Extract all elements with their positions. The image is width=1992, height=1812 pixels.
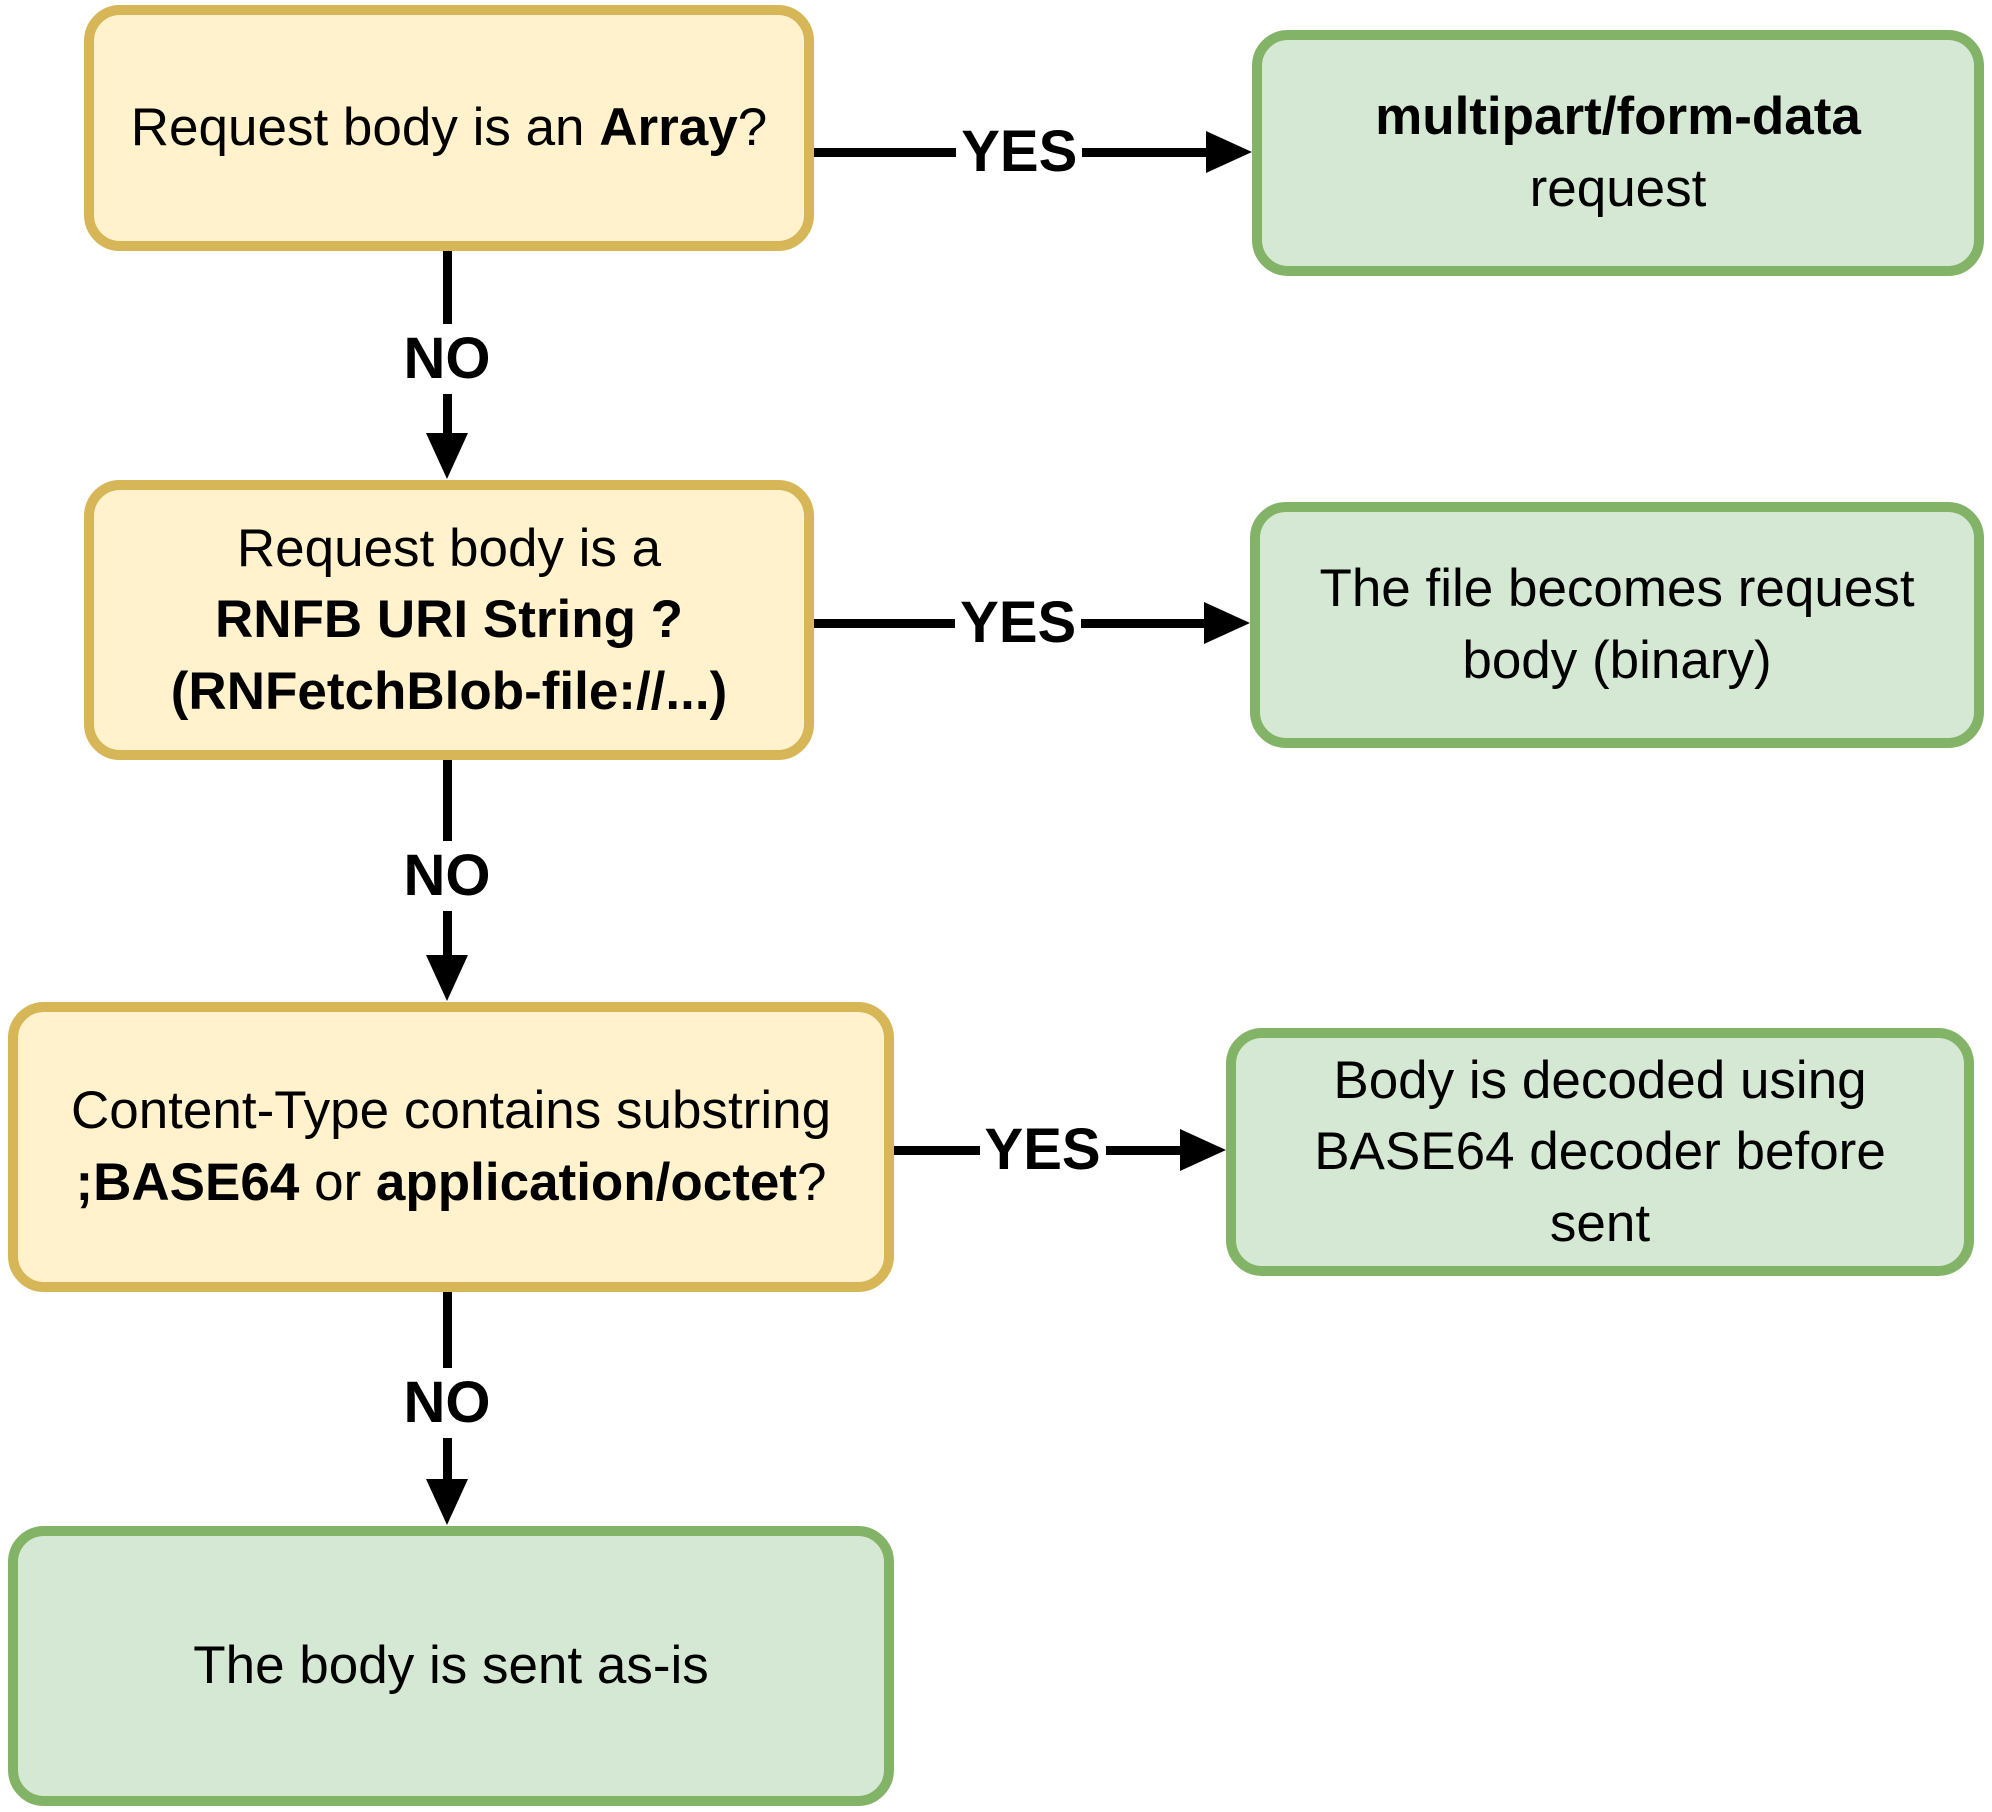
arrowhead-down-icon — [426, 955, 468, 1001]
arrow-line — [442, 393, 452, 433]
node-text: body (binary) — [1462, 631, 1772, 690]
node-text: RNFB URI String ? — [214, 590, 684, 650]
arrow-line — [814, 618, 956, 628]
node-question-content-type-substring: Content-Type contains substring ;BASE64 … — [8, 1002, 894, 1292]
node-result-file-becomes-body: The file becomes request body (binary) — [1250, 502, 1984, 748]
arrow-line — [442, 1438, 452, 1479]
arrow-line — [894, 1145, 980, 1155]
arrow-no-rnfb: NO — [377, 760, 517, 1001]
node-text: ;BASE64 or application/octet? — [75, 1153, 827, 1212]
node-text: Request body is an Array? — [130, 98, 768, 158]
node-text: Request body is a — [236, 518, 662, 578]
node-text: The body is sent as-is — [193, 1636, 709, 1696]
arrowhead-down-icon — [426, 433, 468, 479]
arrowhead-right-icon — [1180, 1129, 1226, 1171]
node-text: BASE64 decoder before sent — [1314, 1122, 1886, 1253]
arrow-line — [1082, 147, 1206, 157]
edge-label-no: NO — [403, 325, 491, 391]
edge-label-yes: YES — [984, 1117, 1101, 1182]
node-text: multipart/form-data — [1375, 87, 1861, 147]
node-text: Body is decoded using — [1333, 1050, 1867, 1110]
arrow-yes-rnfb: YES — [814, 588, 1250, 658]
arrow-line — [1105, 1145, 1180, 1155]
arrow-no-array: NO — [377, 251, 517, 479]
arrowhead-down-icon — [426, 1479, 468, 1525]
node-result-body-sent-as-is: The body is sent as-is — [8, 1526, 894, 1806]
node-question-rnfb-uri-string: Request body is a RNFB URI String ? (RNF… — [84, 480, 814, 760]
arrow-line — [814, 147, 957, 157]
arrowhead-right-icon — [1206, 131, 1252, 173]
arrow-line — [442, 1292, 452, 1369]
arrow-line — [1081, 618, 1204, 628]
arrow-yes-array: YES — [814, 117, 1252, 187]
node-result-base64-decoded: Body is decoded using BASE64 decoder bef… — [1226, 1028, 1974, 1276]
node-text: request — [1529, 159, 1707, 218]
arrow-no-content-type: NO — [377, 1292, 517, 1525]
node-text: (RNFetchBlob-file://...) — [170, 661, 728, 721]
arrow-line — [442, 911, 452, 955]
node-question-request-body-array: Request body is an Array? — [84, 5, 814, 251]
arrowhead-right-icon — [1204, 602, 1250, 644]
arrow-line — [442, 760, 452, 842]
node-text: The file becomes request — [1319, 559, 1915, 619]
node-text: Content-Type contains substring — [70, 1081, 832, 1141]
edge-label-no: NO — [403, 843, 491, 909]
edge-label-yes: YES — [960, 590, 1077, 655]
edge-label-yes: YES — [961, 119, 1078, 184]
arrow-line — [442, 251, 452, 324]
node-result-multipart-form-data: multipart/form-data request — [1252, 30, 1984, 276]
edge-label-no: NO — [403, 1370, 491, 1436]
arrow-yes-content-type: YES — [894, 1115, 1226, 1185]
